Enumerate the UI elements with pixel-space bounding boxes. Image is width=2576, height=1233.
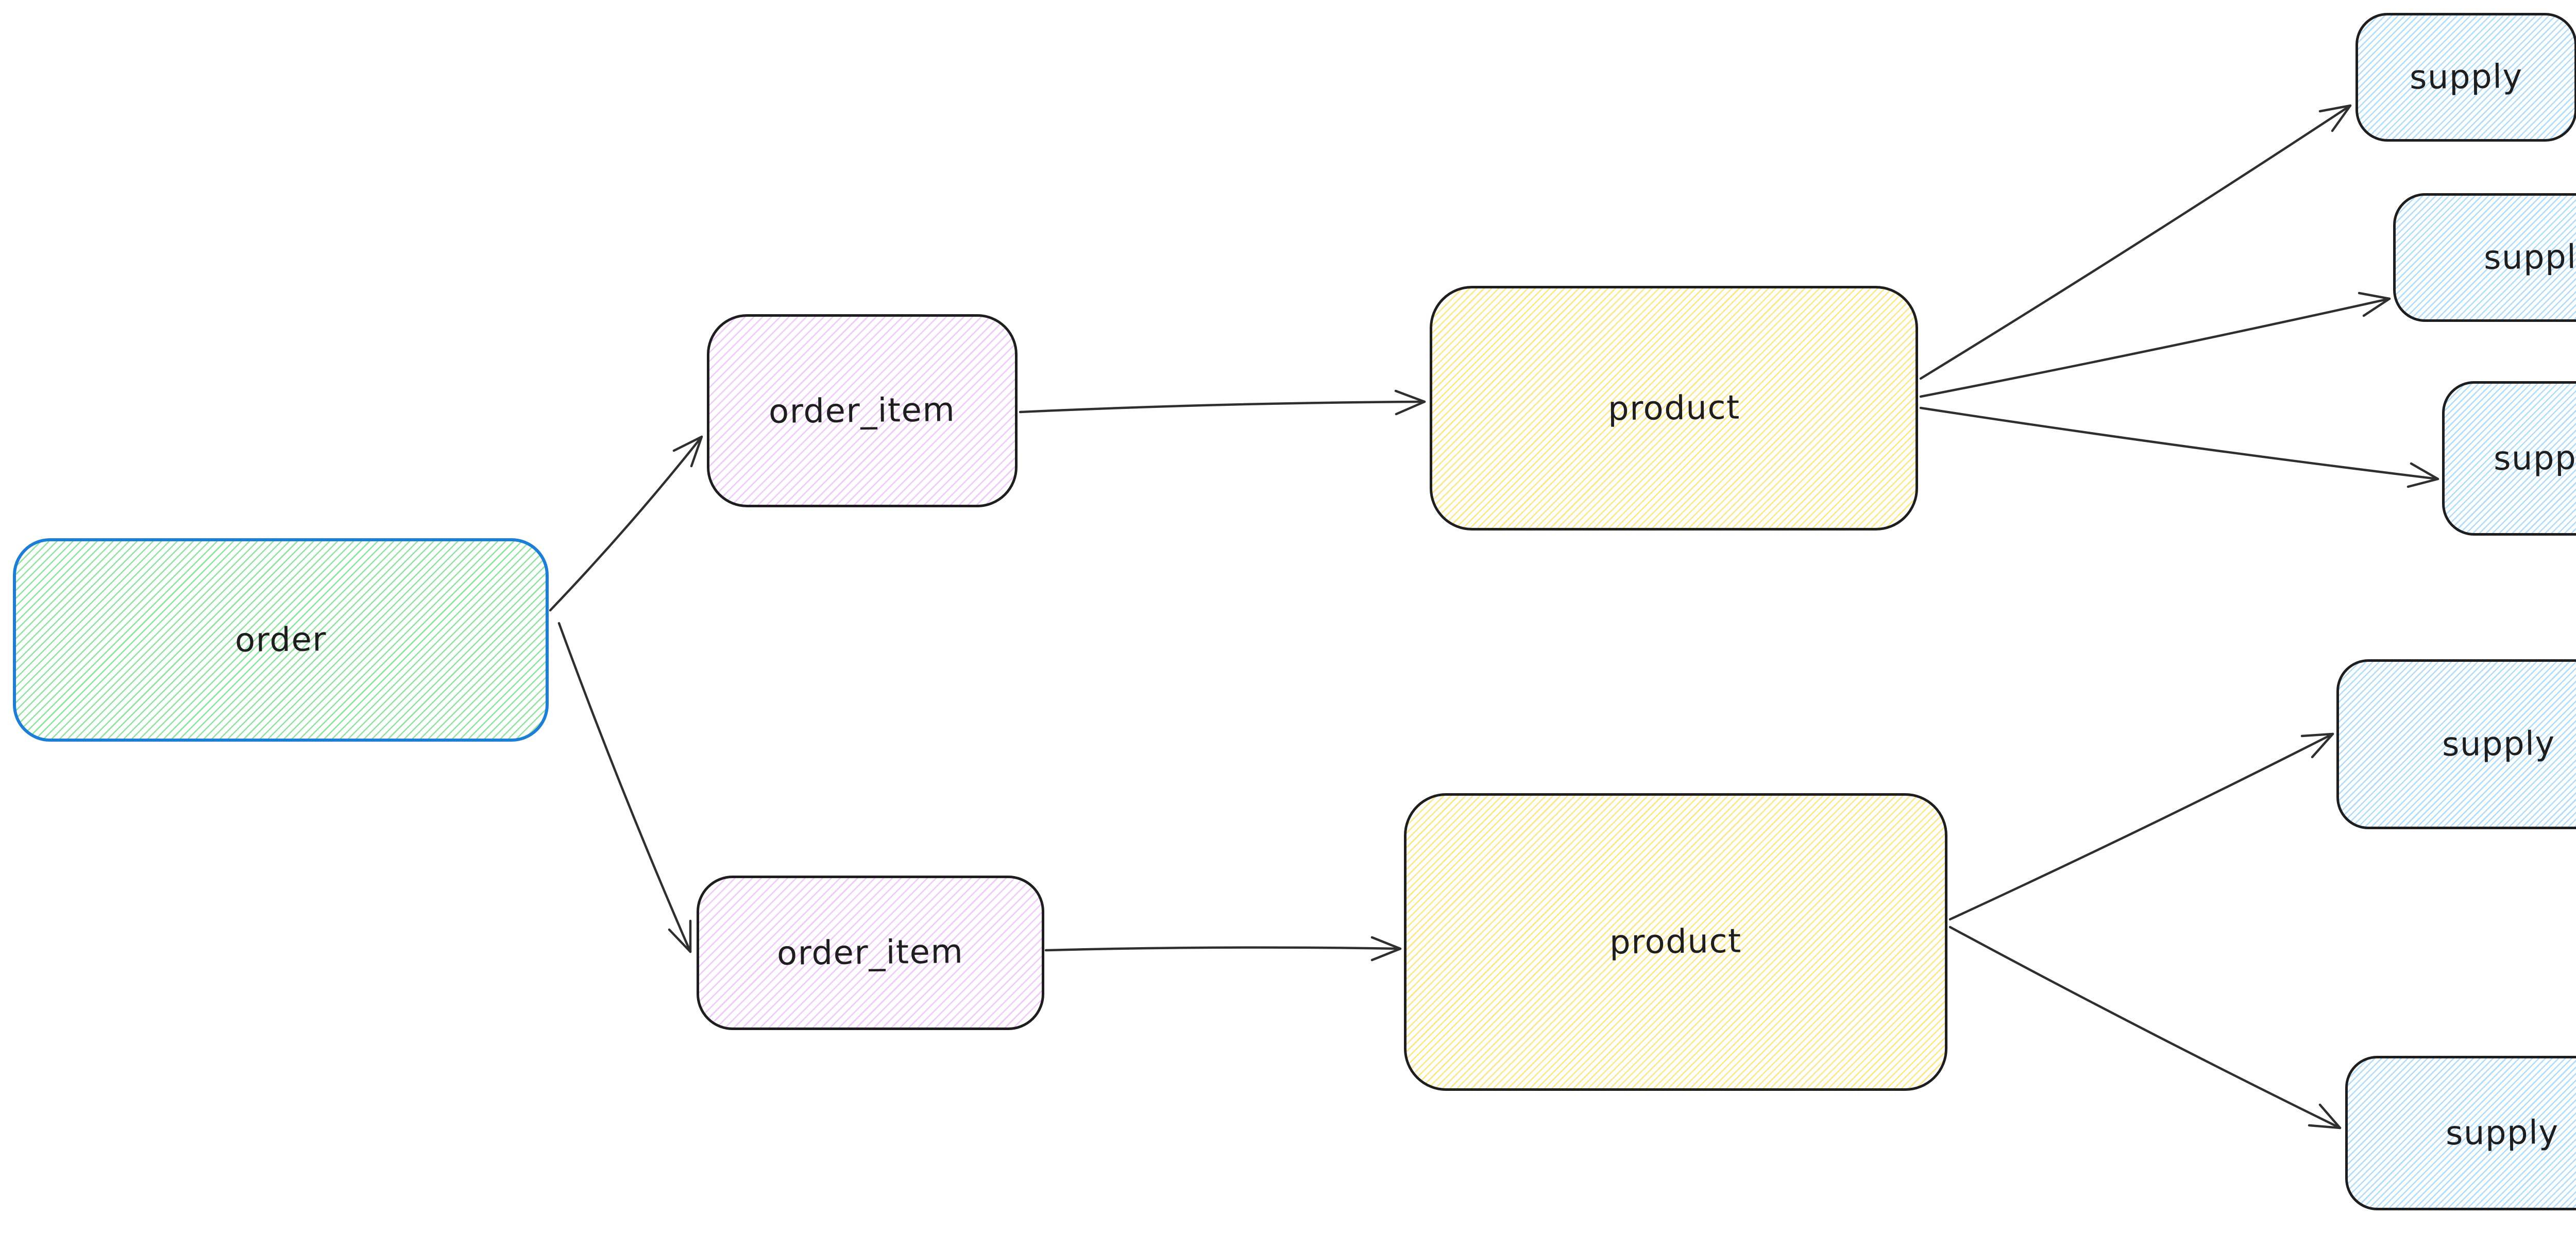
node-order-label: order <box>234 620 327 660</box>
node-supply-4[interactable]: supply <box>2336 659 2576 829</box>
node-order[interactable]: order <box>13 538 549 742</box>
node-order-item-2-label: order_item <box>776 933 964 973</box>
node-supply-4-label: supply <box>2442 724 2556 764</box>
node-supply-1-label: supply <box>2409 57 2523 97</box>
arrow-order-item-1-to-product-1[interactable] <box>1019 389 1426 416</box>
arrow-product-1-to-supply-1[interactable] <box>1919 104 2352 380</box>
node-product-2[interactable]: product <box>1404 793 1947 1091</box>
node-order-item-2[interactable]: order_item <box>697 876 1044 1030</box>
arrow-product-1-to-supply-2[interactable] <box>1919 292 2391 398</box>
node-product-2-label: product <box>1609 922 1742 962</box>
node-supply-1[interactable]: supply <box>2355 13 2576 142</box>
arrow-order-to-order-item-1[interactable] <box>549 435 703 612</box>
node-product-1[interactable]: product <box>1430 286 1918 530</box>
arrow-order-item-2-to-product-2[interactable] <box>1044 936 1402 962</box>
arrow-product-2-to-supply-5[interactable] <box>1948 926 2342 1129</box>
arrow-product-2-to-supply-4[interactable] <box>1948 732 2334 921</box>
node-supply-3-label: supply <box>2493 438 2576 478</box>
node-supply-5[interactable]: supply <box>2345 1056 2576 1210</box>
node-product-1-label: product <box>1607 388 1740 428</box>
node-order-item-1[interactable]: order_item <box>707 314 1018 507</box>
node-supply-3[interactable]: supply <box>2442 381 2576 536</box>
arrow-product-1-to-supply-3[interactable] <box>1919 406 2439 488</box>
node-supply-2-label: supply <box>2483 237 2576 278</box>
node-order-item-1-label: order_item <box>768 390 956 431</box>
node-supply-2[interactable]: supply <box>2393 193 2576 322</box>
node-supply-5-label: supply <box>2445 1113 2560 1153</box>
arrow-order-to-order-item-2[interactable] <box>557 622 692 953</box>
